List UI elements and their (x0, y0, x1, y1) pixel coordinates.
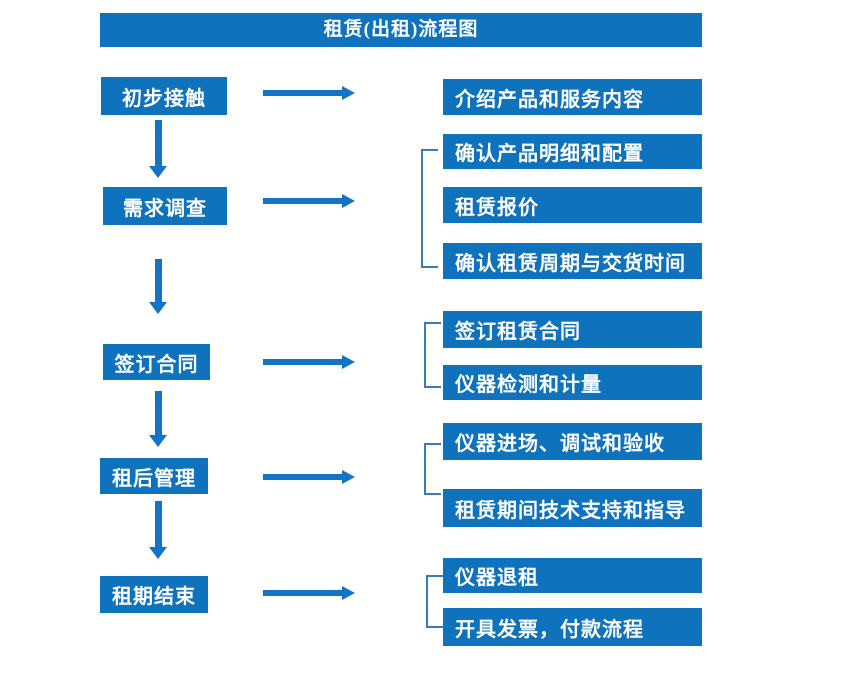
detail-box-technical-support: 租赁期间技术支持和指导 (443, 489, 702, 527)
detail-box-invoice-payment: 开具发票，付款流程 (443, 608, 702, 646)
right-arrow-4 (263, 470, 355, 484)
step-box-sign-contract: 签订合同 (103, 344, 210, 380)
detail-box-instrument-testing: 仪器检测和计量 (443, 365, 702, 400)
right-arrow-1 (263, 86, 355, 100)
bracket-group-sign-contract (424, 322, 441, 388)
down-arrow-3 (149, 391, 167, 447)
arrow-shaft (263, 359, 343, 365)
arrow-head (342, 355, 355, 369)
detail-box-instrument-return: 仪器退租 (443, 558, 702, 593)
arrow-head (149, 547, 167, 559)
right-arrow-5 (263, 586, 355, 600)
arrow-head (149, 166, 167, 178)
arrow-head (342, 194, 355, 208)
bracket-group-lease-end (426, 575, 443, 628)
flowchart-title: 租赁(出租)流程图 (100, 13, 702, 47)
bracket-group-post-rental (424, 443, 441, 495)
arrow-shaft (263, 90, 343, 96)
detail-box-instrument-setup: 仪器进场、调试和验收 (443, 423, 702, 460)
detail-box-sign-rental-contract: 签订租赁合同 (443, 311, 702, 348)
arrow-shaft (155, 501, 162, 547)
arrow-head (342, 470, 355, 484)
arrow-head (342, 586, 355, 600)
detail-box-rental-quote: 租赁报价 (443, 187, 702, 223)
arrow-head (342, 86, 355, 100)
detail-box-introduce-products: 介绍产品和服务内容 (443, 79, 702, 115)
step-box-initial-contact: 初步接触 (101, 77, 227, 115)
step-box-lease-end: 租期结束 (100, 576, 208, 613)
detail-box-confirm-product-details: 确认产品明细和配置 (443, 134, 702, 169)
detail-box-confirm-rental-period: 确认租赁周期与交货时间 (443, 243, 702, 279)
down-arrow-4 (149, 501, 167, 559)
down-arrow-2 (149, 259, 167, 314)
arrow-shaft (263, 198, 343, 204)
right-arrow-3 (263, 355, 355, 369)
bracket-group-demand-survey (421, 149, 438, 268)
arrow-shaft (155, 259, 162, 302)
step-box-demand-survey: 需求调查 (103, 187, 227, 225)
arrow-shaft (263, 590, 343, 596)
right-arrow-2 (263, 194, 355, 208)
arrow-head (149, 302, 167, 314)
arrow-shaft (155, 391, 162, 435)
arrow-shaft (263, 474, 343, 480)
down-arrow-1 (149, 120, 167, 178)
step-box-post-rental-management: 租后管理 (100, 458, 208, 494)
arrow-shaft (155, 120, 162, 166)
arrow-head (149, 435, 167, 447)
